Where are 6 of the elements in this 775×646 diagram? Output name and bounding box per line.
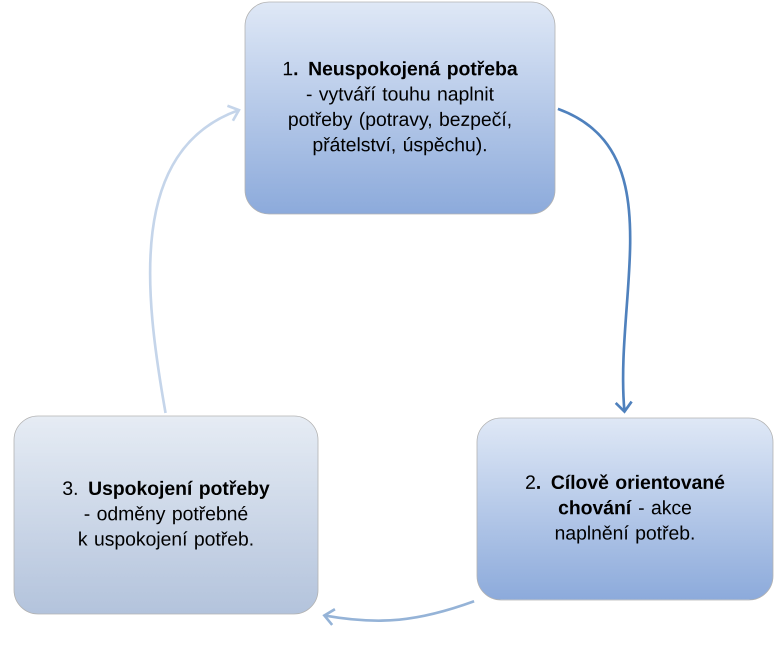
curved-arrow [322, 600, 475, 626]
curved-arrow [148, 104, 241, 414]
rounded-box: 2. Cílově orientované chování - akce naplnění potřeb. [476, 418, 774, 600]
rounded-box: 1. Neuspokojená potřeba - vytváří touhu naplnit potřeby (potravy, bezpečí, přátelství, úspěchu). [244, 2, 556, 214]
curved-arrow [557, 108, 633, 414]
rounded-box: 3. Uspokojení potřeby - odměny potřebné k uspokojení potřeb. [14, 416, 318, 614]
